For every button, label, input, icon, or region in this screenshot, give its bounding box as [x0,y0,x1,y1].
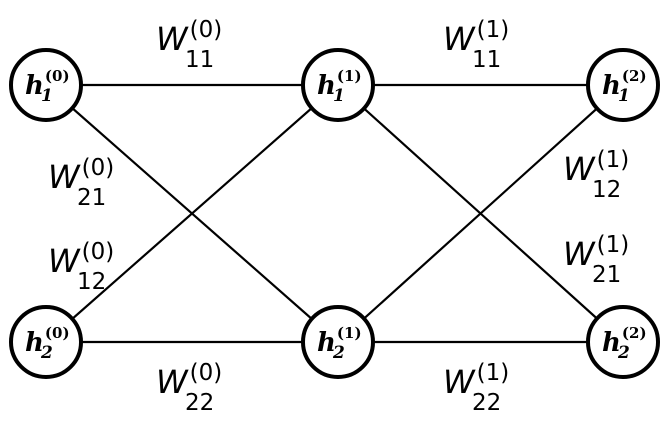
node-superscript: (0) [45,67,70,85]
weight-subscript: 12 [592,177,621,203]
weight-subscript: 22 [185,390,214,416]
node-superscript: (1) [337,324,362,342]
node-superscript: (0) [45,324,70,342]
node-subscript: 1 [618,86,630,106]
weight-subscript: 21 [77,185,106,211]
weight-label-w11-0: W(0) 11 [156,17,222,73]
weight-superscript: (1) [597,147,630,173]
weight-labels-layer: W(0)11W(0)21W(0)12W(0)22W(1)11W(1)12W(1)… [48,17,629,416]
node-symbol: h [317,71,336,101]
node-superscript: (2) [622,67,647,85]
weight-label-w21-0: W(0) 21 [48,155,114,211]
node-symbol: h [317,328,336,358]
node-circle [301,48,375,122]
edge-w21-1 [337,84,624,343]
node-circle [301,305,375,379]
node-h1-0: h(0)1 [9,48,83,122]
node-subscript: 2 [617,343,630,363]
node-symbol: h [25,328,44,358]
node-circle [586,305,660,379]
weight-label-w21-1: W(1) 21 [563,232,629,288]
weight-label-w22-1: W(1) 22 [443,360,509,416]
weight-superscript: (1) [477,17,510,43]
weight-label-w12-1: W(1) 12 [563,147,629,203]
weight-subscript: 22 [472,390,501,416]
weight-symbol: W [563,150,596,188]
nodes-layer: h(0)1h(0)2h(1)1h(1)2h(2)1h(2)2 [9,48,660,379]
weight-superscript: (0) [82,239,115,265]
weight-superscript: (1) [597,232,630,258]
weight-superscript: (0) [190,360,223,386]
weight-superscript: (0) [190,17,223,43]
node-symbol: h [602,328,621,358]
node-label: h(2)2 [602,324,647,363]
node-h2-1: h(1)2 [301,305,375,379]
weight-symbol: W [563,235,596,273]
node-subscript: 1 [41,86,53,106]
weight-superscript: (0) [82,155,115,181]
node-superscript: (2) [622,324,647,342]
weight-subscript: 11 [185,47,214,73]
node-label: h(0)1 [25,67,70,106]
weight-symbol: W [48,242,81,280]
node-circle [9,305,83,379]
node-subscript: 2 [40,343,53,363]
node-h2-2: h(2)2 [586,305,660,379]
node-label: h(1)1 [317,67,362,106]
node-symbol: h [25,71,44,101]
node-label: h(2)1 [602,67,647,106]
node-circle [9,48,83,122]
weight-superscript: (1) [477,360,510,386]
weight-subscript: 21 [592,262,621,288]
node-label: h(0)2 [25,324,70,363]
weight-symbol: W [156,20,189,58]
node-h1-1: h(1)1 [301,48,375,122]
weight-label-w12-0: W(0) 12 [48,239,114,295]
weight-subscript: 12 [77,269,106,295]
node-subscript: 1 [333,86,345,106]
node-subscript: 2 [332,343,345,363]
weight-subscript: 11 [472,47,501,73]
edges-layer [45,83,624,344]
edge-w12-0 [45,84,339,343]
node-h1-2: h(2)1 [586,48,660,122]
weight-label-w22-0: W(0) 22 [156,360,222,416]
weight-symbol: W [156,363,189,401]
node-label: h(1)2 [317,324,362,363]
weight-symbol: W [443,20,476,58]
weight-label-w11-1: W(1) 11 [443,17,509,73]
node-h2-0: h(0)2 [9,305,83,379]
weight-symbol: W [443,363,476,401]
node-circle [586,48,660,122]
node-symbol: h [602,71,621,101]
weight-symbol: W [48,158,81,196]
node-superscript: (1) [337,67,362,85]
